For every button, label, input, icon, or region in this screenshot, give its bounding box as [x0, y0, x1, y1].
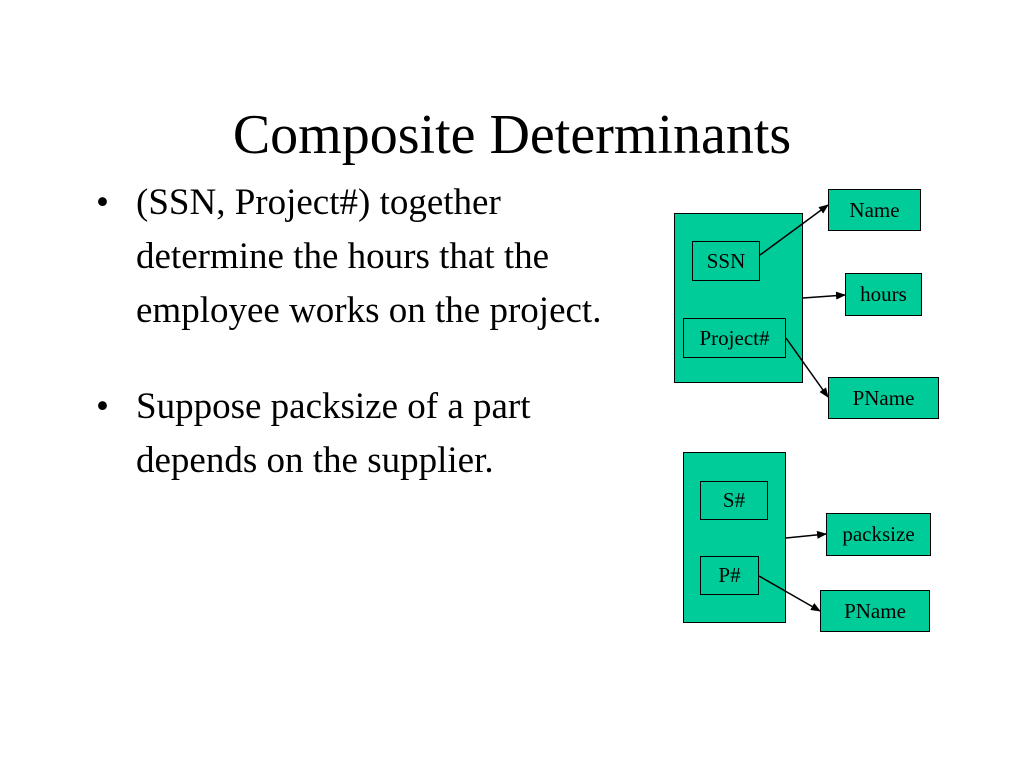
bullet-item: • Suppose packsize of a part depends on …	[96, 380, 636, 488]
slide-title: Composite Determinants	[232, 104, 792, 166]
pname-attribute-box-2: PName	[820, 590, 930, 632]
composite-key-container-2	[683, 452, 786, 623]
s-key-box: S#	[700, 481, 768, 520]
name-attribute-box: Name	[828, 189, 921, 231]
bullet-item: • (SSN, Project#) together determine the…	[96, 176, 656, 338]
ssn-key-box: SSN	[692, 241, 760, 281]
bullet-marker: •	[96, 182, 109, 223]
bullet-marker: •	[96, 386, 109, 427]
bullet-list: • (SSN, Project#) together determine the…	[96, 176, 656, 488]
container-to-packsize-arrow	[785, 530, 827, 539]
p-key-box: P#	[700, 556, 759, 595]
bullet-text: Suppose packsize of a part depends on th…	[136, 386, 531, 481]
container-to-hours-arrow	[802, 291, 846, 300]
bullet-text: (SSN, Project#) together determine the h…	[136, 182, 602, 331]
project-key-box: Project#	[683, 318, 786, 358]
packsize-attribute-box: packsize	[826, 513, 931, 556]
hours-attribute-box: hours	[845, 273, 922, 316]
pname-attribute-box: PName	[828, 377, 939, 419]
